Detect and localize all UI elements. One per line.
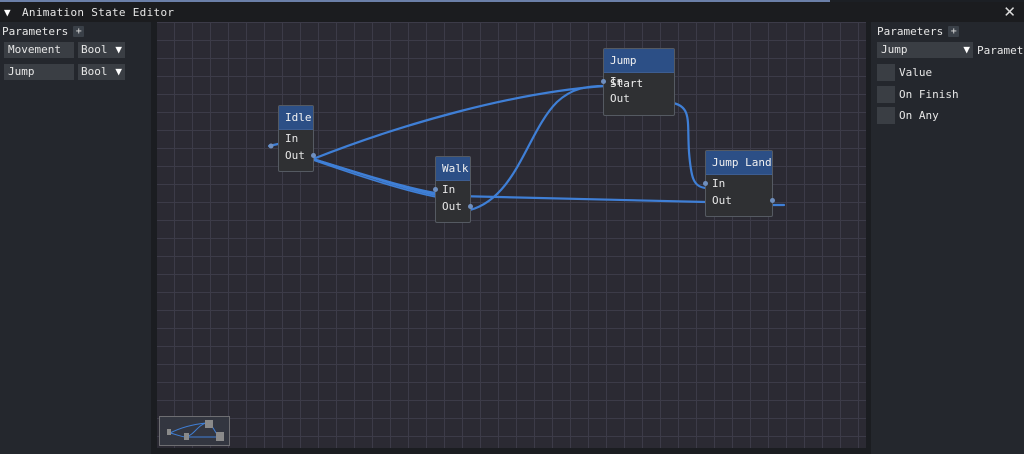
on-any-checkbox[interactable] [877,107,895,124]
output-pin-icon[interactable] [311,153,316,158]
output-pin-icon[interactable] [770,198,775,203]
collapse-triangle-icon[interactable]: ▼ [4,5,11,19]
parameter-name-input[interactable]: Movement [4,42,74,58]
pin-label: In [712,177,726,190]
output-pin-icon[interactable] [468,204,473,209]
parameter-type-select[interactable]: Bool ▼ [78,64,125,80]
option-label: Value [899,66,933,79]
parameter-name-input[interactable]: Jump [4,64,74,80]
pin-label: In [442,183,456,196]
input-pin[interactable]: In [279,130,313,147]
pin-label: In [285,132,299,145]
on-finish-checkbox[interactable] [877,86,895,103]
add-condition-button[interactable]: + [948,25,960,37]
input-pin-icon[interactable] [703,181,708,186]
parameter-type-select[interactable]: Bool ▼ [78,42,125,58]
option-label: On Any [899,109,939,122]
option-label: On Finish [899,88,959,101]
wire-walk-jumpstart [468,84,607,212]
minimap[interactable] [159,416,230,446]
state-node-idle[interactable]: Idle In Out [278,105,316,172]
option-on-any: On Any [877,107,939,124]
parameter-type-value: Bool [81,65,108,78]
input-pin[interactable]: In [433,181,470,198]
add-parameter-button[interactable]: + [73,25,85,37]
window-title: Animation State Editor [22,5,175,19]
minimap-node [216,432,224,441]
dropdown-arrow-icon: ▼ [115,43,122,56]
left-splitter[interactable] [151,22,157,454]
minimap-node [184,433,189,440]
wire-idle-walk-2 [312,159,437,198]
option-value: Value [877,64,932,81]
close-icon[interactable]: ✕ [1003,3,1016,21]
parameter-select-row: Jump ▼ Paramet [877,42,1023,58]
node-title[interactable]: Idle [279,106,313,130]
parameter-select[interactable]: Jump ▼ [877,42,973,58]
input-pin-icon[interactable] [601,79,606,84]
state-node-walk[interactable]: Walk In Out [433,156,473,223]
parameter-row: Movement Bool ▼ [4,42,125,58]
node-title[interactable]: Jump Start [604,49,674,90]
pin-label: Out [712,194,732,207]
input-pin[interactable]: In [601,73,674,90]
wire-idle-jumpstart [311,84,607,161]
selected-parameter: Jump [881,43,908,56]
node-graph-canvas[interactable]: Idle In Out Walk In Out Jump Start In Ou… [157,22,866,448]
pin-label: Out [442,200,462,213]
output-pin[interactable]: Out [604,90,674,107]
connection-wires [267,84,786,212]
left-parameters-panel: Parameters + Movement Bool ▼ Jump Bool ▼ [0,22,151,454]
title-bar[interactable]: ▼ Animation State Editor ✕ [0,2,1024,22]
pin-label: Out [610,92,630,105]
dropdown-arrow-icon: ▼ [115,65,122,78]
dropdown-arrow-icon: ▼ [963,43,970,56]
node-title[interactable]: Walk [436,157,470,181]
pin-label: Out [285,149,305,162]
output-pin[interactable]: Out [436,198,473,215]
pin-connector [268,143,274,149]
state-node-jump-start[interactable]: Jump Start In Out [601,48,675,116]
parameters-header: Parameters [2,24,69,38]
input-pin[interactable]: In [703,175,772,192]
value-checkbox[interactable] [877,64,895,81]
wire-jumpstart-jumpland [671,101,708,190]
parameters-header: Parameters [877,24,944,38]
parameter-row: Jump Bool ▼ [4,64,125,80]
option-on-finish: On Finish [877,86,959,103]
right-parameters-panel: Parameters + [871,22,1024,454]
pin-label: In [610,75,624,88]
parameter-select-label: Paramet [977,43,1024,57]
output-pin[interactable]: Out [706,192,775,209]
state-node-jump-land[interactable]: Jump Land In Out [703,150,775,217]
right-splitter[interactable] [866,22,871,454]
minimap-node [167,429,171,435]
minimap-node [205,420,213,428]
output-pin[interactable]: Out [279,147,316,164]
canvas-bottom-bar [157,448,866,454]
window-accent-line [0,0,830,2]
input-pin-icon[interactable] [433,187,438,192]
node-title[interactable]: Jump Land [706,151,772,175]
parameter-type-value: Bool [81,43,108,56]
